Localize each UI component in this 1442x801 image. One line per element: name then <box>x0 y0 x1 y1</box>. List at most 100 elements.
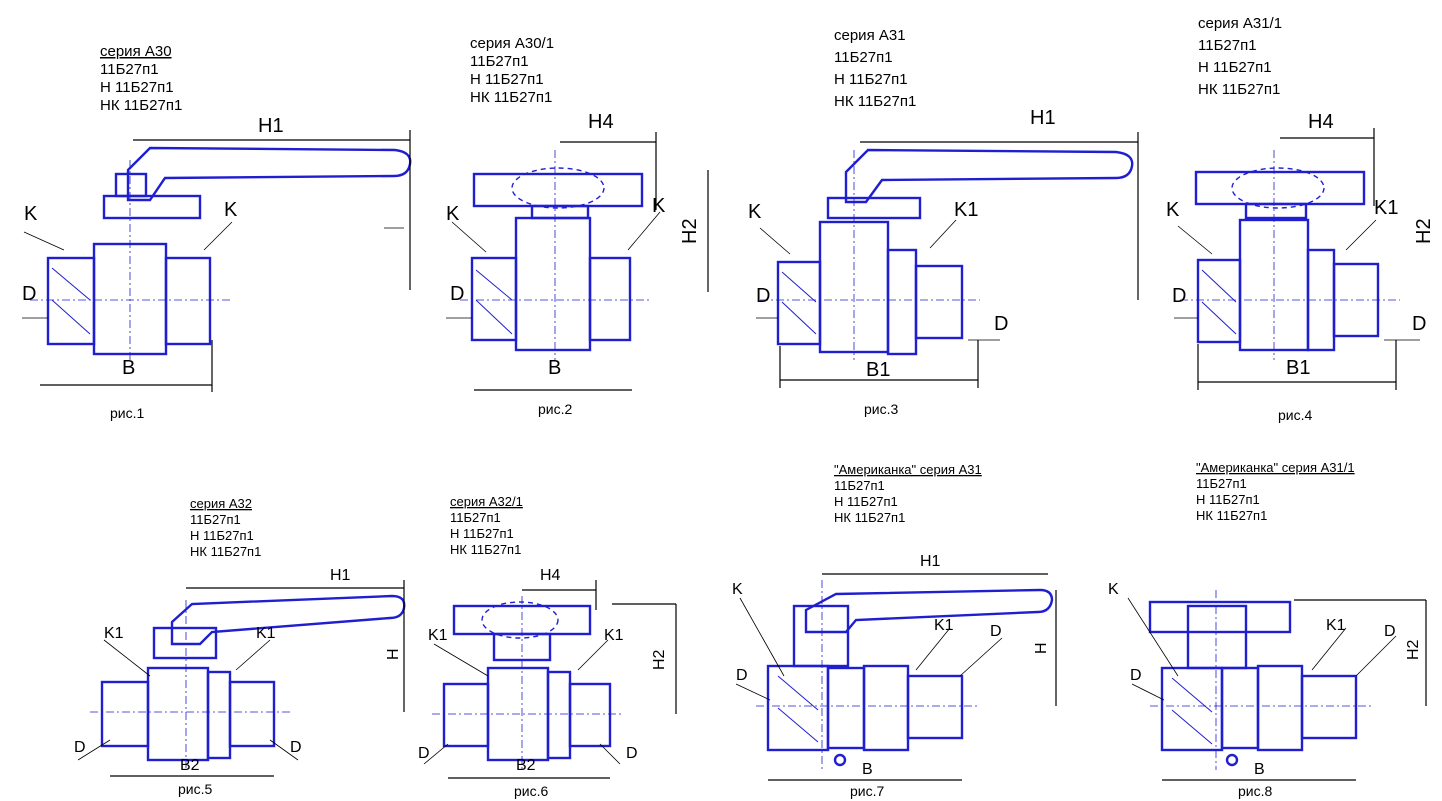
figure-3: серия А31 11Б27п1 Н 11Б27п1 НК 11Б27п1 <box>748 27 1139 417</box>
figure-caption: рис.4 <box>1278 407 1312 423</box>
figure-1: серия А30 11Б27п1 Н 11Б27п1 НК 11Б27п1 <box>22 43 412 421</box>
dim-label-d: D <box>1412 313 1426 335</box>
valve-body <box>460 150 650 360</box>
model-code: НК 11Б27п1 <box>450 542 521 557</box>
dim-label-d: D <box>1130 667 1142 684</box>
model-code: НК 11Б27п1 <box>834 93 916 110</box>
series-title: серия А30 <box>100 43 172 60</box>
figure-caption: рис.5 <box>178 781 212 797</box>
figure-caption: рис.6 <box>514 783 548 799</box>
figure-7: "Американка" серия А31 11Б27п1 Н 11Б27п1… <box>732 462 1057 799</box>
valve-body <box>1148 590 1374 770</box>
dim-label-h2: Н2 <box>1413 218 1435 244</box>
series-title: серия А32/1 <box>450 494 523 509</box>
dimension-lines <box>446 132 709 391</box>
dim-label-b: B <box>862 761 873 778</box>
valve-body <box>756 580 1054 770</box>
dimension-lines <box>1174 128 1420 390</box>
dim-label-k1: K1 <box>1326 617 1346 634</box>
figure-caption: рис.7 <box>850 783 884 799</box>
model-code: 11Б27п1 <box>1196 476 1247 491</box>
dim-label-d: D <box>22 283 36 305</box>
model-code: 11Б27п1 <box>1198 37 1257 54</box>
series-title: серия А31/1 <box>1198 15 1282 32</box>
valve-body <box>30 146 412 360</box>
dim-label-h4: Н4 <box>540 567 561 584</box>
dimension-lines <box>22 130 411 392</box>
dim-label-d: D <box>736 667 748 684</box>
dim-label-h1: Н1 <box>258 115 284 137</box>
dim-label-h2: Н2 <box>1405 639 1422 660</box>
model-code: НК 11Б27п1 <box>470 89 552 106</box>
series-title: серия А31 <box>834 27 906 44</box>
dim-label-b2: B2 <box>516 757 536 774</box>
dim-label-d: D <box>450 283 464 305</box>
dim-label-d: D <box>418 745 430 762</box>
valve-body <box>760 148 1134 360</box>
dim-label-b2: B2 <box>180 757 200 774</box>
dim-label-d: D <box>1384 623 1396 640</box>
model-code: Н 11Б27п1 <box>1198 59 1272 76</box>
dim-label-k1: K1 <box>104 625 124 642</box>
dimension-lines <box>77 580 405 777</box>
figure-caption: рис.3 <box>864 401 898 417</box>
dimension-lines <box>735 573 1057 781</box>
dim-label-h1: Н1 <box>920 553 941 570</box>
dim-label-b1: B1 <box>1286 357 1310 379</box>
dim-label-k1: K1 <box>428 627 448 644</box>
dim-label-k1: K1 <box>934 617 954 634</box>
dim-label-d: D <box>756 285 770 307</box>
model-code: 11Б27п1 <box>834 478 885 493</box>
figure-caption: рис.2 <box>538 401 572 417</box>
model-code: 11Б27п1 <box>100 61 159 78</box>
figure-6: серия А32/1 11Б27п1 Н 11Б27п1 НК 11Б27п1 <box>418 494 677 799</box>
figure-4: серия А31/1 11Б27п1 Н 11Б27п1 НК 11Б27п1 <box>1166 15 1435 423</box>
model-code: НК 11Б27п1 <box>190 544 261 559</box>
dim-label-h4: Н4 <box>588 111 614 133</box>
dim-label-h2: Н2 <box>679 218 701 244</box>
dimension-lines <box>423 580 677 779</box>
dim-label-k: K <box>748 201 762 223</box>
model-code: НК 11Б27п1 <box>834 510 905 525</box>
dim-label-b: B <box>1254 761 1265 778</box>
dim-label-b1: B1 <box>866 359 890 381</box>
model-code: 11Б27п1 <box>450 510 501 525</box>
dim-label-k1: K1 <box>954 199 978 221</box>
model-code: Н 11Б27п1 <box>100 79 174 96</box>
dim-label-h1: Н1 <box>1030 107 1056 129</box>
series-title: "Американка" серия А31/1 <box>1196 460 1355 475</box>
model-code: Н 11Б27п1 <box>834 71 908 88</box>
dim-label-h4: Н4 <box>1308 111 1334 133</box>
dim-label-k: K <box>224 199 238 221</box>
valve-body <box>90 594 406 770</box>
dim-label-k: K <box>446 203 460 225</box>
model-code: 11Б27п1 <box>834 49 893 66</box>
dimension-lines <box>756 132 1139 388</box>
dim-label-k1: K1 <box>256 625 276 642</box>
figure-5: серия А32 11Б27п1 Н 11Б27п1 НК 11Б27п1 Н… <box>74 496 406 797</box>
model-code: Н 11Б27п1 <box>450 526 514 541</box>
dim-label-d: D <box>74 739 86 756</box>
series-title: серия А32 <box>190 496 252 511</box>
dim-label-d: D <box>1172 285 1186 307</box>
dim-label-h2: Н2 <box>651 649 668 670</box>
model-code: 11Б27п1 <box>190 512 241 527</box>
dim-label-d: D <box>626 745 638 762</box>
series-title: "Американка" серия А31 <box>834 462 982 477</box>
dimension-lines <box>1127 597 1427 781</box>
model-code: 11Б27п1 <box>470 53 529 70</box>
dim-label-h1: Н1 <box>330 567 351 584</box>
figure-2: серия А30/1 11Б27п1 Н 11Б27п1 НК 11Б27п1… <box>446 35 709 417</box>
dim-label-k1: K1 <box>604 627 624 644</box>
model-code: Н 11Б27п1 <box>190 528 254 543</box>
figure-caption: рис.8 <box>1238 783 1272 799</box>
dim-label-b: B <box>122 357 135 379</box>
dim-label-k: K <box>1108 581 1119 598</box>
dim-label-b: B <box>548 357 561 379</box>
model-code: НК 11Б27п1 <box>1198 81 1280 98</box>
model-code: НК 11Б27п1 <box>1196 508 1267 523</box>
series-title: серия А30/1 <box>470 35 554 52</box>
dim-label-k1: K1 <box>1374 197 1398 219</box>
dim-label-d: D <box>990 623 1002 640</box>
